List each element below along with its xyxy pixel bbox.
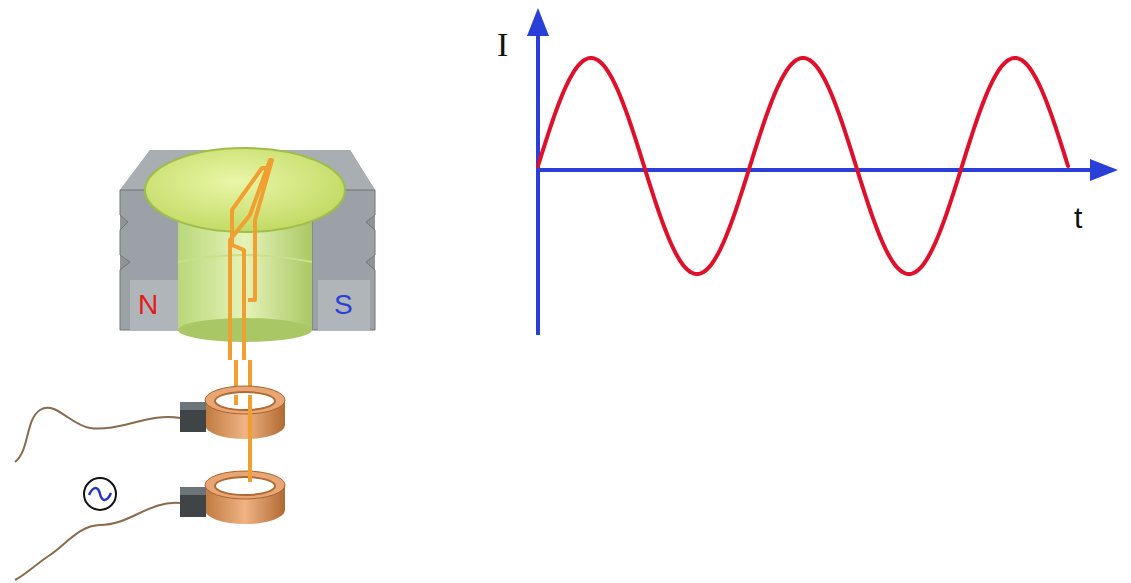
brushes xyxy=(180,402,206,517)
ac-source-symbol xyxy=(84,478,116,510)
pole-label: S xyxy=(334,291,353,319)
axis-label: t xyxy=(1074,203,1082,233)
graph-axes xyxy=(527,8,1118,335)
slip-rings xyxy=(205,386,285,524)
axis-label: I xyxy=(497,28,508,62)
pole-label: N xyxy=(138,291,158,319)
wires xyxy=(15,408,180,580)
sine-wave xyxy=(538,58,1068,274)
